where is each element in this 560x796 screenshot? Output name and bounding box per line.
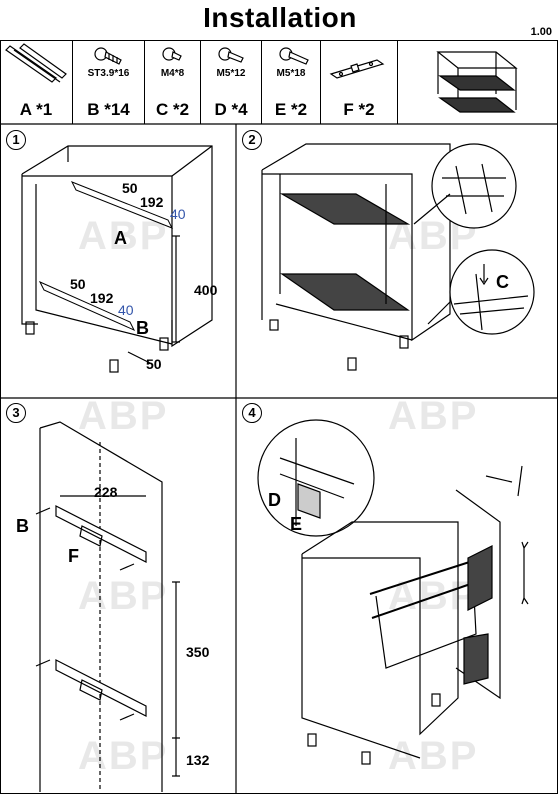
- label-f: F: [68, 546, 79, 566]
- step-1-number: 1: [6, 130, 26, 150]
- product-cell: [398, 40, 558, 124]
- machine-screw-icon: [218, 47, 244, 63]
- part-e-spec: M5*18: [276, 68, 306, 79]
- label-d: D: [268, 490, 281, 510]
- basket-product-icon: [436, 51, 518, 113]
- dim-upper-50: 50: [122, 180, 138, 196]
- watermark: ABP: [78, 214, 169, 258]
- part-f-label: F *2: [343, 100, 375, 119]
- dim-bottom-50: 50: [146, 356, 162, 372]
- watermark: ABP: [78, 734, 169, 778]
- dim-lower-40: 40: [118, 302, 134, 318]
- step-2-number: 2: [242, 130, 262, 150]
- dim-lower-50: 50: [70, 276, 86, 292]
- part-c-spec: M4*8: [160, 68, 185, 79]
- part-a-label: A *1: [19, 100, 53, 119]
- part-c-label: C *2: [155, 100, 190, 119]
- instruction-frame: [0, 40, 558, 794]
- part-c-cell: M4*8 C *2: [145, 40, 201, 124]
- step-2-basket-drawing: [261, 143, 535, 371]
- step-3-door-drawing: [35, 421, 180, 792]
- machine-screw-icon: [162, 47, 182, 61]
- dim-height-132: 132: [186, 752, 210, 768]
- part-e-cell: M5*18 E *2: [262, 40, 321, 124]
- part-b-cell: ST3.9*16 B *14: [73, 40, 145, 124]
- part-d-spec: M5*12: [216, 68, 246, 79]
- dim-lower-192: 192: [90, 290, 114, 306]
- part-b-spec: ST3.9*16: [87, 68, 130, 79]
- part-b-label: B *14: [87, 100, 130, 119]
- watermark: ABP: [388, 394, 479, 438]
- watermark: ABP: [388, 574, 479, 618]
- mounting-bracket-icon: [329, 59, 385, 79]
- label-e: E: [290, 514, 303, 534]
- label-a: A: [114, 228, 127, 248]
- dim-width-228: 228: [94, 484, 118, 500]
- step-3-number: 3: [6, 403, 26, 423]
- part-f-cell: F *2: [321, 40, 398, 124]
- label-b: B: [16, 516, 29, 536]
- part-d-label: D *4: [214, 100, 248, 119]
- wood-screw-icon: [94, 47, 122, 65]
- part-d-cell: M5*12 D *4: [201, 40, 262, 124]
- dim-height-350: 350: [186, 644, 210, 660]
- step-4-assembly-drawing: [257, 419, 529, 765]
- part-a-cell: A *1: [0, 40, 73, 124]
- dim-upper-40: 40: [170, 206, 186, 222]
- watermark: ABP: [78, 574, 169, 618]
- slide-rail-icon: [5, 43, 67, 83]
- watermark: ABP: [388, 734, 479, 778]
- step-1-cabinet-drawing: [21, 145, 213, 373]
- machine-screw-icon: [279, 47, 309, 65]
- part-e-label: E *2: [274, 100, 308, 119]
- label-b: B: [136, 318, 149, 338]
- page-title: Installation: [203, 2, 357, 33]
- dim-height-400: 400: [194, 282, 218, 298]
- watermark: ABP: [78, 394, 169, 438]
- step-4-number: 4: [242, 403, 262, 423]
- dim-upper-192: 192: [140, 194, 164, 210]
- label-c: C: [496, 272, 509, 292]
- version-label: 1.00: [530, 26, 552, 38]
